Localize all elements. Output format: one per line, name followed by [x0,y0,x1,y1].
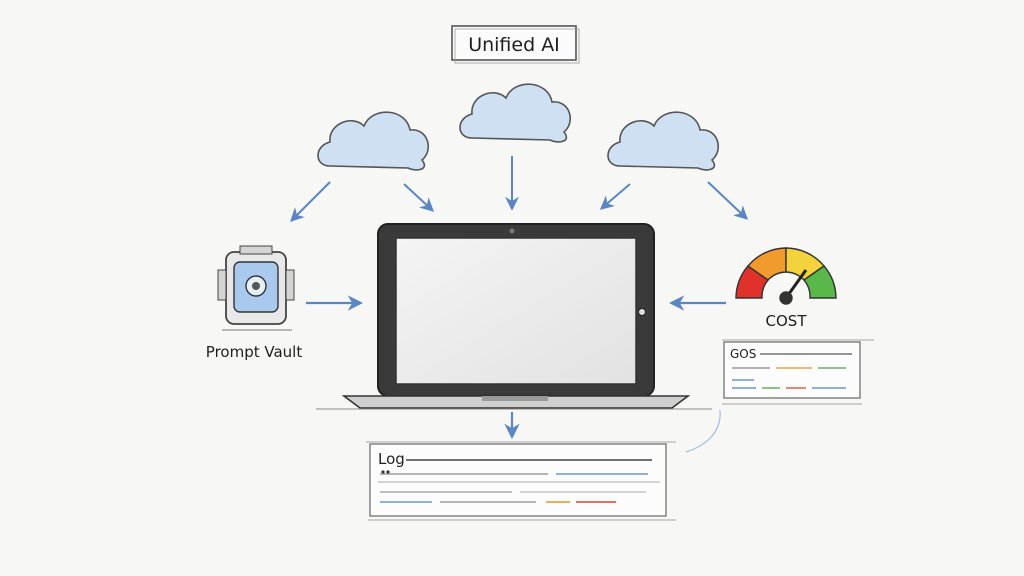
title-box: Unified AI [451,25,580,64]
curve-connector [685,409,721,453]
diagram-title: Unified AI [468,34,560,56]
log-label: Log [378,450,405,468]
vault-icon [217,245,295,325]
vault-label: Prompt Vault [206,343,303,361]
cloud-icon-right [607,111,720,171]
cost-panel-label: GOS [730,347,756,361]
cost-label: COST [766,312,808,330]
log-panel: Log [366,441,676,521]
cost-panel: GOS [722,339,874,405]
cloud-icon-center [459,83,572,143]
gauge-icon [735,247,837,305]
cloud-arrows [290,156,749,222]
laptop-icon [316,223,712,410]
cloud-icon-left [317,111,430,171]
